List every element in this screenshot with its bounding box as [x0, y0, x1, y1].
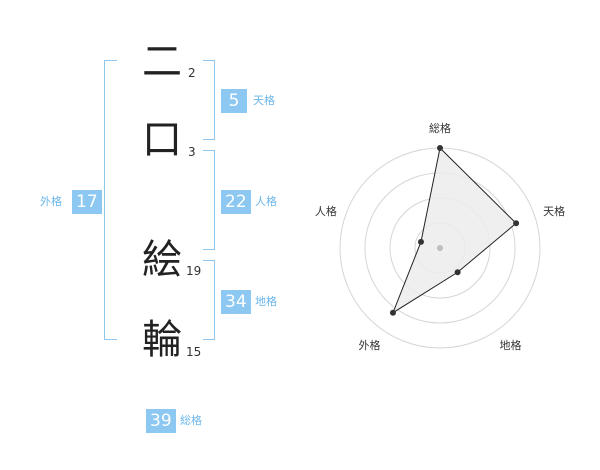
radar-axis-label-4: 外格: [358, 338, 380, 352]
chikaku-bracket: [203, 260, 215, 340]
radar-point-1: [437, 145, 443, 151]
gaikaku-value: 17: [72, 190, 102, 214]
name-char-4: 輪: [142, 317, 182, 363]
stroke-count-4: 15: [186, 345, 202, 359]
tenkaku-bracket: [203, 60, 215, 140]
radar-point-2: [513, 220, 520, 227]
radar-point-3: [454, 269, 461, 276]
radar-axis-label-5: 人格: [315, 204, 337, 218]
radar-axis-label-2: 天格: [543, 204, 565, 218]
radar-area: [391, 146, 517, 314]
soukaku-value: 39: [146, 409, 176, 433]
radar-center-dot: [437, 245, 443, 251]
radar-axis-label-3: 地格: [500, 338, 522, 352]
chikaku-label: 地格: [255, 295, 277, 308]
jinkaku-label: 人格: [255, 195, 277, 208]
name-char-2: 口: [142, 117, 182, 163]
name-char-1: 二: [142, 39, 182, 85]
stroke-count-2: 3: [188, 145, 196, 159]
gaikaku-bracket: [104, 60, 117, 340]
gaikaku-label: 外格: [40, 195, 62, 208]
soukaku-label: 総格: [180, 414, 202, 427]
radar-point-5: [417, 238, 424, 245]
name-char-3: 絵: [142, 237, 182, 283]
chikaku-value: 34: [221, 290, 251, 314]
radar-point-4: [389, 309, 396, 316]
tenkaku-label: 天格: [253, 94, 275, 107]
radar-axis-label-1: 総格: [429, 121, 451, 135]
stroke-count-3: 19: [186, 264, 202, 278]
jinkaku-bracket: [203, 150, 215, 250]
tenkaku-value: 5: [221, 89, 247, 113]
stroke-count-1: 2: [188, 66, 196, 80]
jinkaku-value: 22: [221, 190, 251, 214]
